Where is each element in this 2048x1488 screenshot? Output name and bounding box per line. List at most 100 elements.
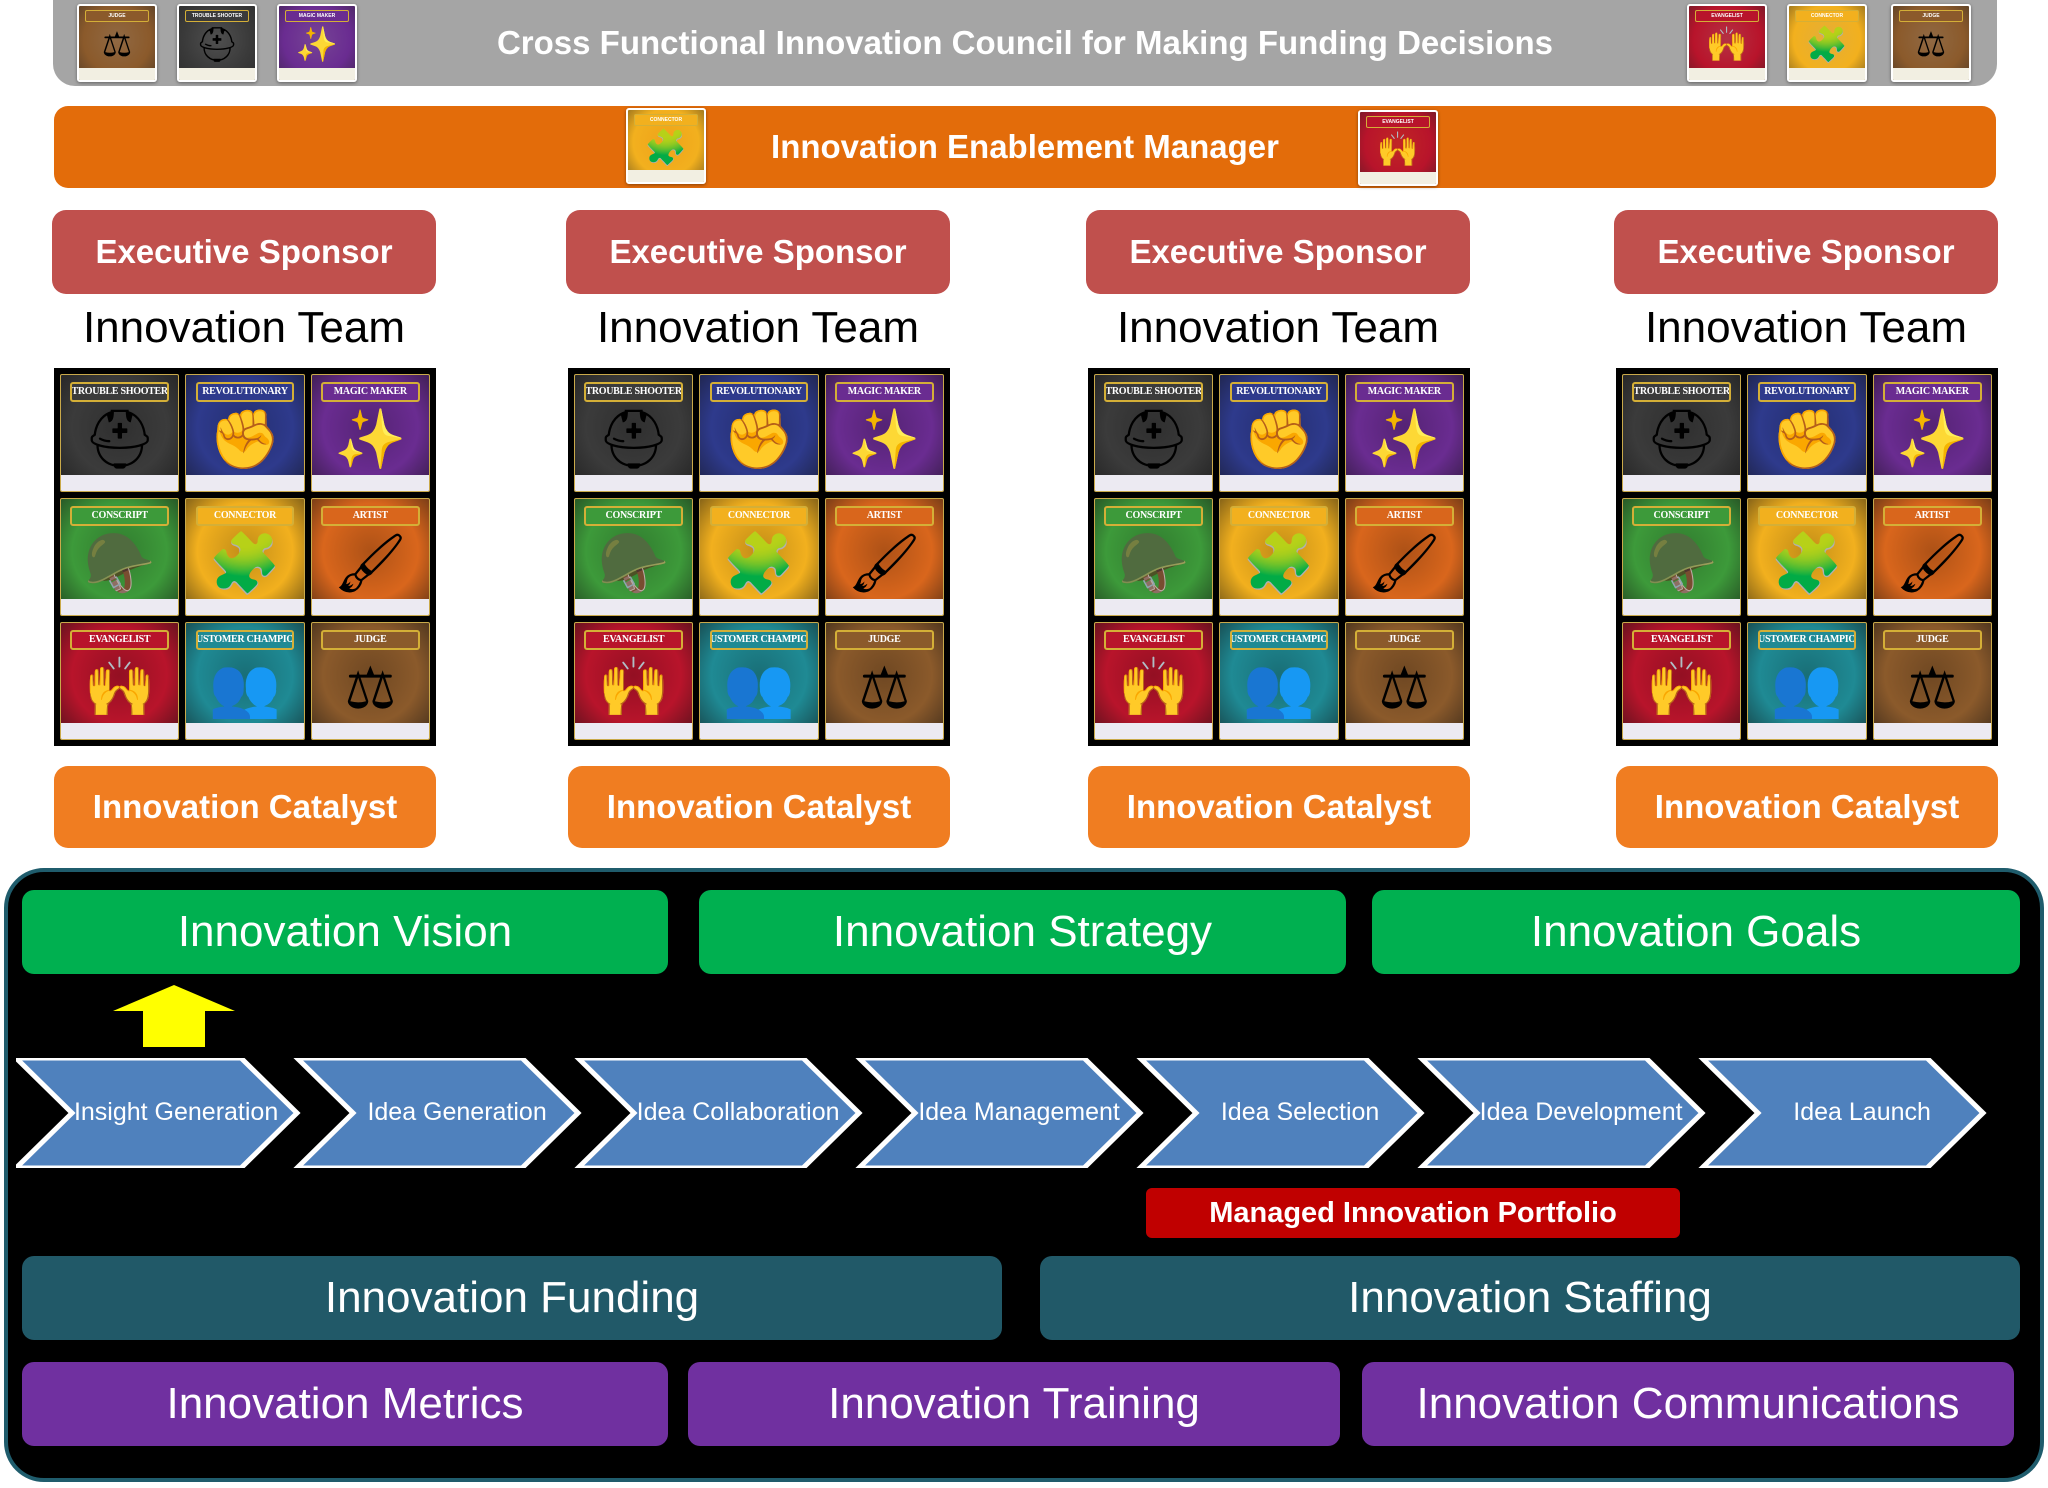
- puzzle-icon: 🧩: [1242, 530, 1316, 596]
- role-card-customer-champion: Customer Champion👥: [1219, 622, 1339, 740]
- process-step-label: Insight Generation: [73, 1098, 279, 1127]
- role-card-judge: Judge⚖: [824, 622, 944, 740]
- role-card-connector: Connector🧩: [185, 498, 305, 616]
- role-card-evangelist: Evangelist🙌: [1622, 622, 1742, 740]
- role-card-grid: Trouble Shooter ⛑ Revolutionary✊Magic Make…: [1088, 368, 1470, 746]
- up-arrow-icon: [113, 985, 235, 1047]
- puzzle-icon: 🧩: [1805, 26, 1849, 65]
- role-card-conscript: Conscript🪖: [574, 498, 694, 616]
- role-card-label: Judge: [1355, 629, 1454, 650]
- role-card-label: Artist: [321, 505, 420, 526]
- role-card-label: Magic Maker: [835, 381, 934, 402]
- role-card-footer: [1220, 598, 1338, 615]
- mini-card-label: Trouble Shooter: [185, 10, 249, 23]
- role-card-label: Revolutionary: [195, 381, 295, 402]
- role-card-footer: [825, 722, 943, 739]
- role-card-label: Judge: [321, 629, 420, 650]
- innovation-staffing-box: Innovation Staffing: [1040, 1256, 2020, 1340]
- role-card-label: Evangelist: [1632, 629, 1731, 650]
- managed-portfolio-label: Managed Innovation Portfolio: [1146, 1188, 1680, 1238]
- role-card-footer: [1748, 722, 1866, 739]
- role-card-footer: [1748, 598, 1866, 615]
- role-card-customer-champion: Customer Champion👥: [185, 622, 305, 740]
- role-card-label: Customer Champion: [709, 629, 809, 650]
- role-card-footer: [1623, 598, 1741, 615]
- magic-hat-icon: ✨: [334, 406, 407, 472]
- council-card-judge-2: Judge ⚖: [1891, 4, 1971, 82]
- role-card-label: Artist: [1355, 505, 1454, 526]
- role-card-label: Conscript: [70, 505, 169, 526]
- role-card-label: Trouble Shooter: [1104, 381, 1203, 402]
- troubleshooter-icon: ⛑: [1116, 406, 1191, 472]
- innovation-catalyst-box: Innovation Catalyst: [568, 766, 950, 848]
- process-step-chevron: [574, 1058, 863, 1168]
- role-card-footer: [575, 474, 693, 491]
- innovation-funding-box: Innovation Funding: [22, 1256, 1002, 1340]
- role-card-conscript: Conscript🪖: [1622, 498, 1742, 616]
- role-card-revolutionary: Revolutionary✊: [185, 374, 305, 492]
- evangelist-icon: 🙌: [83, 654, 156, 720]
- executive-sponsor-box: Executive Sponsor: [566, 210, 950, 294]
- role-card-footer: [311, 474, 429, 491]
- mini-card-footer: [79, 68, 155, 80]
- mini-card-footer: [1893, 68, 1969, 80]
- role-card-footer: [1873, 474, 1991, 491]
- innovation-training-box: Innovation Training: [688, 1362, 1340, 1446]
- role-card-footer: [311, 722, 429, 739]
- role-card-conscript: Conscript🪖: [1094, 498, 1214, 616]
- role-card-revolutionary: Revolutionary✊: [1219, 374, 1339, 492]
- role-card-footer: [61, 722, 179, 739]
- role-card-label: Magic Maker: [1883, 381, 1982, 402]
- gavel-icon: ⚖: [858, 655, 911, 721]
- mini-card-label: Magic Maker: [285, 10, 349, 23]
- role-card-footer: [575, 598, 693, 615]
- people-icon: 👥: [722, 654, 796, 720]
- up-arrow-shape: [113, 985, 235, 1047]
- role-card-footer: [1873, 598, 1991, 615]
- role-card-label: Judge: [1883, 629, 1982, 650]
- gavel-icon: ⚖: [1378, 655, 1431, 721]
- troubleshooter-icon: ⛑: [596, 406, 671, 472]
- role-card-magic-maker: Magic Maker✨: [1872, 374, 1992, 492]
- role-card-footer: [1095, 474, 1213, 491]
- role-card-footer: [61, 474, 179, 491]
- role-card-label: Trouble Shooter: [1632, 381, 1731, 402]
- role-card-label: Evangelist: [70, 629, 169, 650]
- role-card-footer: [1095, 722, 1213, 739]
- role-card-label: Connector: [1229, 505, 1329, 526]
- process-step-chevron: [855, 1058, 1144, 1168]
- magic-hat-icon: ✨: [1368, 406, 1441, 472]
- role-card-conscript: Conscript🪖: [60, 498, 180, 616]
- process-step-chevron: [16, 1058, 301, 1168]
- role-card-trouble-shooter: Trouble Shooter⛑: [60, 374, 180, 492]
- role-card-footer: [700, 598, 818, 615]
- role-card-label: Connector: [709, 505, 809, 526]
- paintbrush-icon: 🖌: [333, 530, 408, 596]
- gavel-icon: ⚖: [1915, 26, 1947, 65]
- role-card-footer: [1873, 722, 1991, 739]
- role-card-evangelist: Evangelist🙌: [1094, 622, 1214, 740]
- role-card-trouble-shooter: Trouble Shooter ⛑: [1094, 374, 1214, 492]
- mini-card-footer: [1360, 172, 1436, 184]
- role-card-footer: [311, 598, 429, 615]
- manager-card-connector: Connector 🧩: [626, 108, 706, 184]
- role-card-judge: Judge ⚖: [310, 622, 430, 740]
- role-card-label: Conscript: [1632, 505, 1731, 526]
- role-card-label: Customer Champion: [195, 629, 295, 650]
- process-step-chevron: [1698, 1058, 1987, 1168]
- role-card-magic-maker: Magic Maker✨: [1344, 374, 1464, 492]
- gavel-icon: ⚖: [344, 655, 397, 721]
- role-card-label: Conscript: [1104, 505, 1203, 526]
- mini-card-label: Judge: [1899, 10, 1963, 23]
- innovation-metrics-box: Innovation Metrics: [22, 1362, 668, 1446]
- mini-card-footer: [1789, 68, 1865, 80]
- process-step-label: Idea Selection: [1220, 1098, 1380, 1127]
- puzzle-icon: 🧩: [644, 129, 688, 168]
- innovation-communications-box: Innovation Communications: [1362, 1362, 2014, 1446]
- raised-fist-icon: ✊: [722, 406, 796, 472]
- evangelist-icon: 🙌: [597, 654, 670, 720]
- executive-sponsor-box: Executive Sponsor: [1086, 210, 1470, 294]
- mini-card-label: Connector: [634, 114, 698, 126]
- council-card-troubleshooter: Trouble Shooter ⛑: [177, 4, 257, 82]
- troubleshooter-icon: ⛑: [195, 26, 239, 65]
